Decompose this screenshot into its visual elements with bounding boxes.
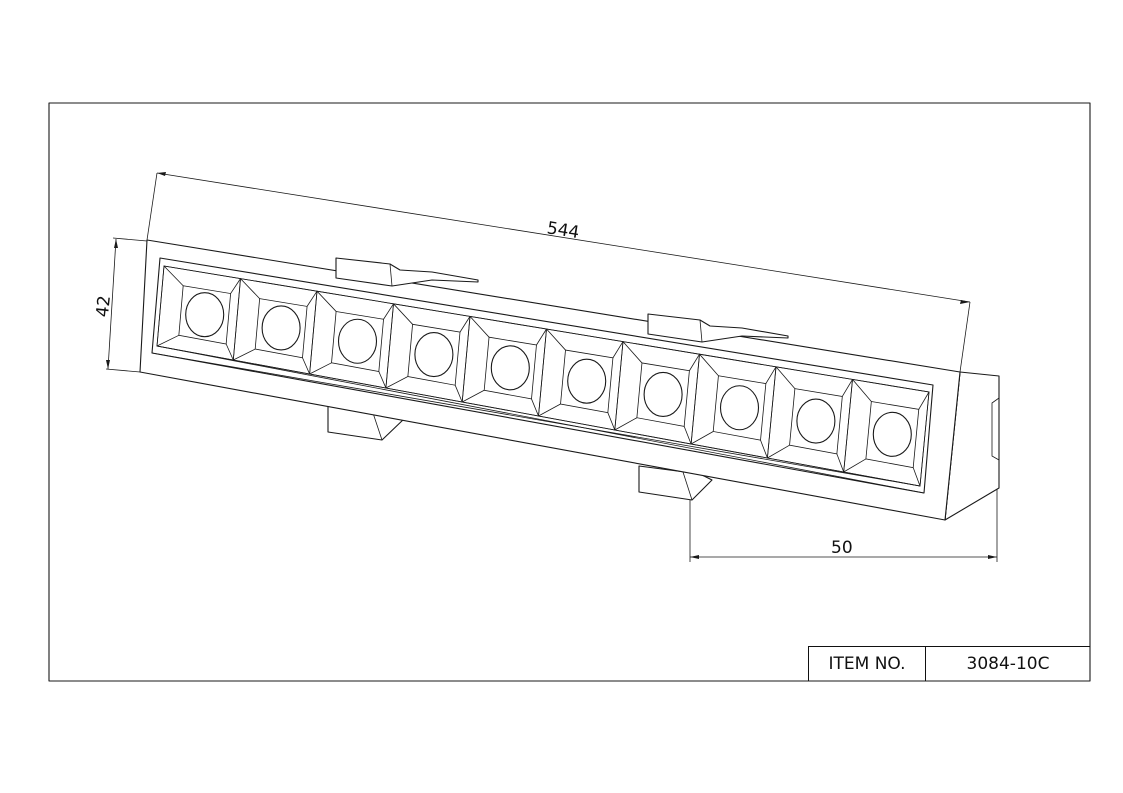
dimension-height: 42 xyxy=(93,237,148,373)
dimension-length: 544 xyxy=(146,172,971,373)
lens-circle xyxy=(567,358,607,404)
lens-circle xyxy=(261,305,301,351)
dimension-length-text: 544 xyxy=(546,218,581,243)
mounting-clip-right-top xyxy=(647,313,789,343)
lens-cell xyxy=(690,353,777,459)
lens-circle xyxy=(185,292,225,338)
item-number-value: 3084-10C xyxy=(966,654,1050,674)
drawing-frame xyxy=(48,102,1091,682)
lens-circle xyxy=(490,345,530,391)
lens-circle xyxy=(337,318,378,364)
light-fixture xyxy=(139,239,1000,521)
title-block: ITEM NO. 3084-10C xyxy=(808,646,1090,681)
lens-row xyxy=(156,265,930,487)
lens-circle xyxy=(796,398,836,444)
lens-circle xyxy=(643,371,683,418)
lens-cell xyxy=(843,378,930,487)
lens-cell xyxy=(766,366,853,473)
lens-cell xyxy=(461,315,547,417)
mounting-clip-left-top xyxy=(335,257,479,287)
lens-circle xyxy=(414,331,454,378)
dimension-offset: 50 xyxy=(689,488,998,562)
lens-circle xyxy=(719,385,760,431)
dimension-height-text: 42 xyxy=(93,295,115,319)
lens-circle xyxy=(872,411,912,457)
dimension-offset-text: 50 xyxy=(831,538,853,558)
item-number-label: ITEM NO. xyxy=(809,647,926,681)
